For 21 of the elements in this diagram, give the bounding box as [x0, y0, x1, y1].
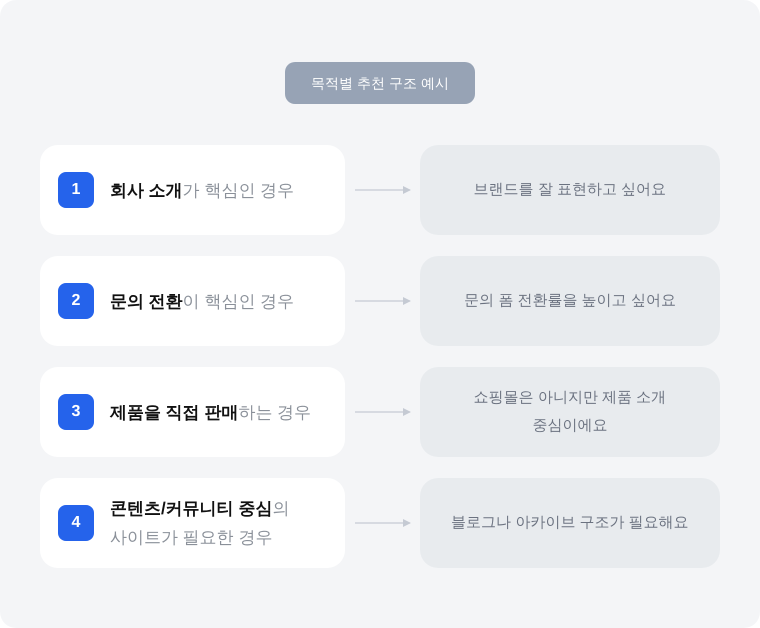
- arrow: [355, 297, 411, 305]
- number-badge: 1: [58, 172, 94, 208]
- number-badge: 3: [58, 394, 94, 430]
- case-text: 제품을 직접 판매하는 경우: [110, 402, 312, 424]
- case-text: 문의 전환이 핵심인 경우: [110, 290, 296, 312]
- arrow: [355, 519, 411, 527]
- number-badge: 2: [58, 283, 94, 319]
- arrow: [355, 186, 411, 194]
- case-card: [40, 478, 345, 568]
- goal-box: 쇼핑몰은 아니지만 제품 소개 중심이에요: [420, 367, 720, 457]
- case-card: [40, 145, 345, 235]
- number-badge: 4: [58, 505, 94, 541]
- case-text: 콘텐츠/커뮤니티 중심의 사이트가 필요한 경우: [110, 498, 290, 549]
- goal-box: 문의 폼 전환률을 높이고 싶어요: [420, 256, 720, 346]
- title-pill: 목적별 추천 구조 예시: [285, 62, 475, 104]
- case-card: [40, 256, 345, 346]
- arrow: [355, 408, 411, 416]
- case-text: 회사 소개가 핵심인 경우: [110, 180, 296, 202]
- goal-box: 브랜드를 잘 표현하고 싶어요: [420, 145, 720, 235]
- case-card: [40, 367, 345, 457]
- goal-box: 블로그나 아카이브 구조가 필요해요: [420, 478, 720, 568]
